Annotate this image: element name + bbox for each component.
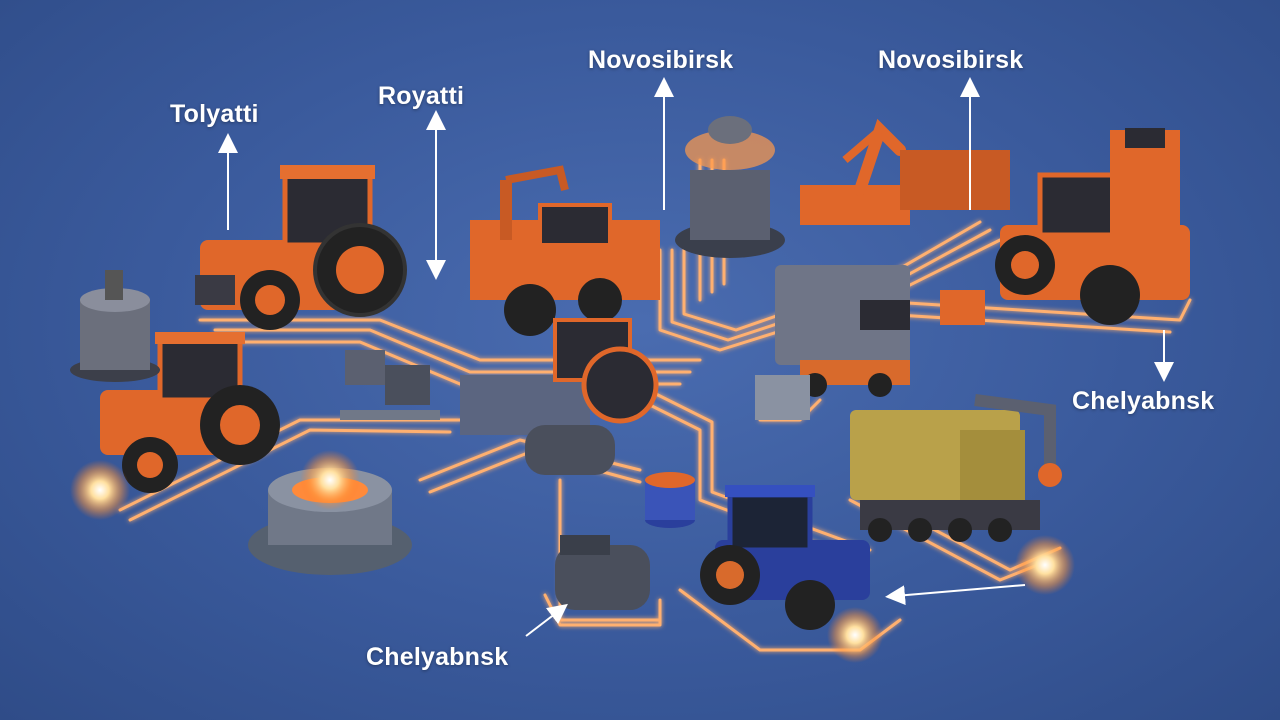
engine-icon (460, 318, 659, 475)
label-novosibirsk-right: Novosibirsk (878, 46, 1024, 74)
truck-icon (775, 265, 910, 397)
label-novosibirsk-left: Novosibirsk (588, 46, 734, 74)
battery-icon (345, 290, 985, 420)
callout-arrows (218, 77, 1174, 637)
arrow-blue-tractor (885, 584, 1026, 606)
locomotive-icon (850, 394, 1062, 542)
arrow-chelyabnsk-bottom (525, 603, 568, 637)
cylinder-icon (645, 472, 695, 528)
tractor-icon (195, 165, 407, 330)
label-chelyabnsk-bottom: Chelyabnsk (366, 643, 509, 671)
tractor-icon (995, 128, 1190, 325)
tank-icon (70, 270, 160, 382)
label-tolyatti: Tolyatti (170, 100, 259, 128)
spark-icon (70, 460, 1075, 663)
furnace-icon (248, 410, 440, 575)
robot-arm-icon (800, 118, 1010, 225)
label-chelyabnsk-right: Chelyabnsk (1072, 387, 1215, 415)
cart-icon (555, 535, 650, 610)
press-icon (675, 116, 785, 258)
tractor-icon (100, 332, 280, 493)
excavator-icon (470, 165, 660, 336)
tractor-icon (700, 485, 870, 630)
label-royatti: Royatti (378, 82, 465, 110)
